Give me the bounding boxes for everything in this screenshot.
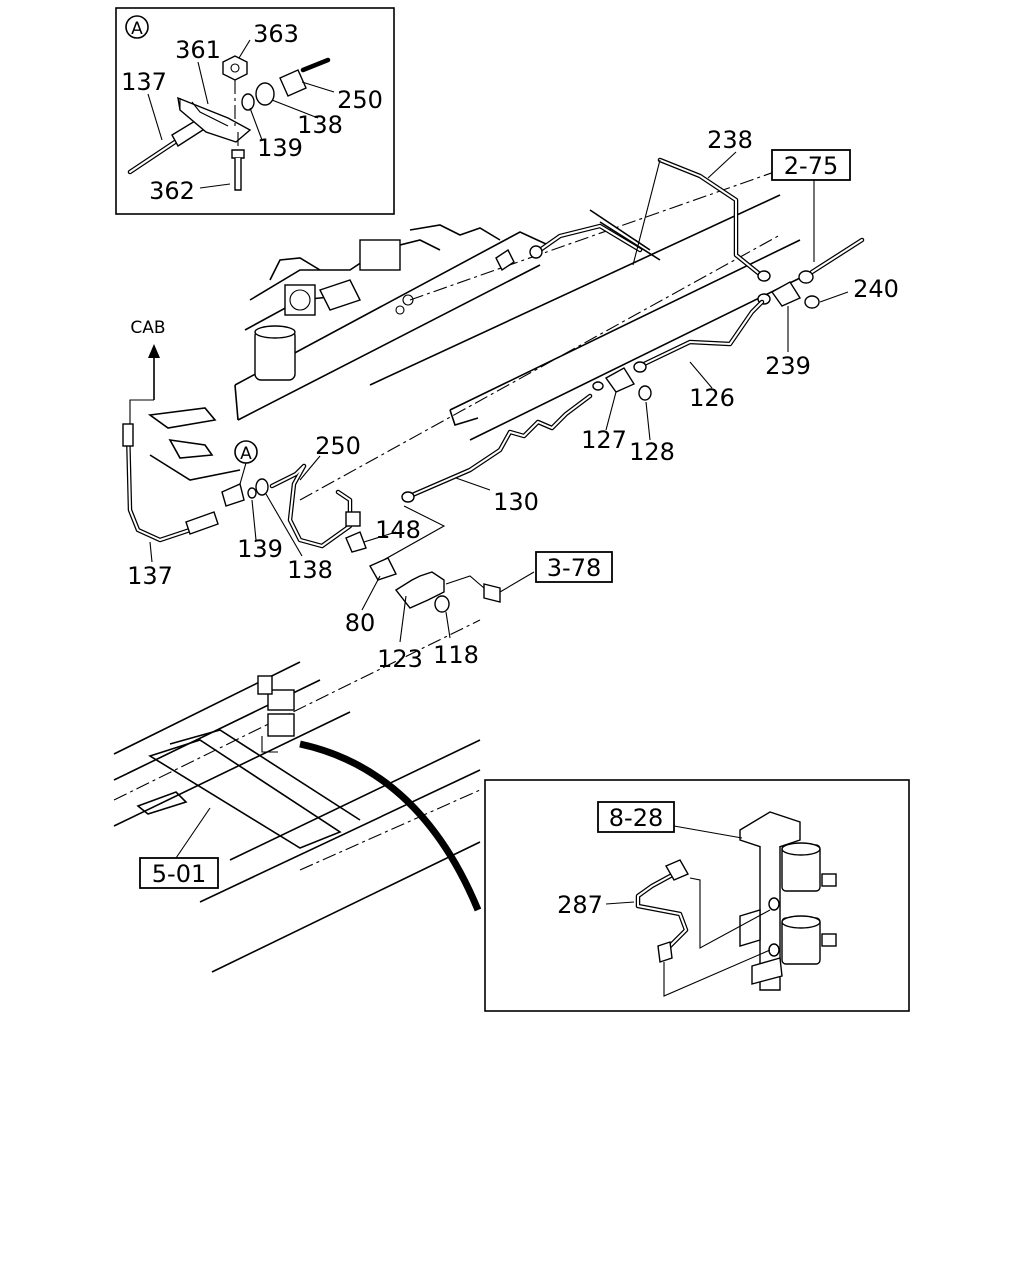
label-138-inset: 138 — [297, 111, 343, 139]
inset-a-detail: A 363 361 137 250 138 139 362 — [115, 7, 395, 215]
washer-139-inset — [241, 93, 255, 111]
label-250: 250 — [315, 432, 361, 460]
label-130: 130 — [493, 488, 539, 516]
label-362-inset: 362 — [149, 177, 195, 205]
nut-118 — [434, 595, 450, 613]
nut-138-inset — [255, 82, 275, 106]
callout-arc — [299, 740, 482, 912]
label-250-inset: 250 — [337, 86, 383, 114]
ref-5-01: 5-01 — [152, 860, 206, 888]
marker-a: A — [240, 444, 252, 464]
bracket-123 — [394, 571, 445, 609]
cab-label: CAB — [130, 318, 165, 338]
tee-127 — [604, 367, 636, 393]
inset-a-frame — [115, 7, 395, 215]
tee-148 — [345, 531, 367, 553]
ref-2-75: 2-75 — [784, 152, 838, 180]
nut-128 — [638, 385, 652, 401]
bolt-362-inset — [234, 158, 242, 191]
fitting-250-inset — [279, 69, 307, 97]
nut-240 — [804, 295, 820, 309]
nut-138 — [255, 478, 269, 496]
valve-lower — [267, 689, 295, 711]
ref-box-2-75 — [771, 149, 851, 181]
label-239: 239 — [765, 352, 811, 380]
label-139-inset: 139 — [257, 134, 303, 162]
ref-8-28: 8-28 — [609, 804, 663, 832]
frame-rail-upper — [234, 231, 547, 386]
label-137-inset: 137 — [121, 68, 167, 96]
ref-box-8-28 — [597, 801, 675, 833]
ref-box-5-01 — [139, 857, 219, 889]
inset-valve-detail: 8-28 287 — [484, 779, 910, 1012]
tee-239 — [770, 281, 802, 307]
label-118: 118 — [433, 641, 479, 669]
bolt-362-head-inset — [231, 149, 245, 159]
engine-component-cluster — [244, 224, 501, 381]
lower-frame-view: 5-01 — [113, 619, 482, 973]
frame-assembly: A CAB 2 — [122, 126, 899, 673]
centerline-main — [299, 234, 781, 501]
hose-137 — [125, 427, 193, 543]
label-127: 127 — [581, 426, 627, 454]
label-138: 138 — [287, 556, 333, 584]
bolt-3-78 — [483, 583, 501, 603]
valve-block-top — [739, 811, 801, 851]
ref-3-78: 3-78 — [547, 554, 601, 582]
inset-a-marker-circle — [125, 15, 149, 39]
label-139: 139 — [237, 535, 283, 563]
nut-363-inset — [222, 55, 248, 81]
label-148: 148 — [375, 516, 421, 544]
label-126: 126 — [689, 384, 735, 412]
label-361-inset: 361 — [175, 36, 221, 64]
ref-box-3-78 — [535, 551, 613, 583]
label-137: 137 — [127, 562, 173, 590]
tube-130 — [407, 393, 593, 499]
label-238: 238 — [707, 126, 753, 154]
label-80: 80 — [345, 609, 376, 637]
label-128: 128 — [629, 438, 675, 466]
label-240: 240 — [853, 275, 899, 303]
label-287: 287 — [557, 891, 603, 919]
hose-137-fitting — [185, 511, 219, 535]
inset-a-marker: A — [131, 19, 143, 39]
tube-250-inset — [300, 57, 331, 73]
tee-80 — [369, 557, 397, 581]
washer-139 — [247, 487, 257, 499]
bracket-a — [221, 483, 245, 507]
inset-valve-frame — [484, 779, 910, 1012]
label-363-inset: 363 — [253, 20, 299, 48]
